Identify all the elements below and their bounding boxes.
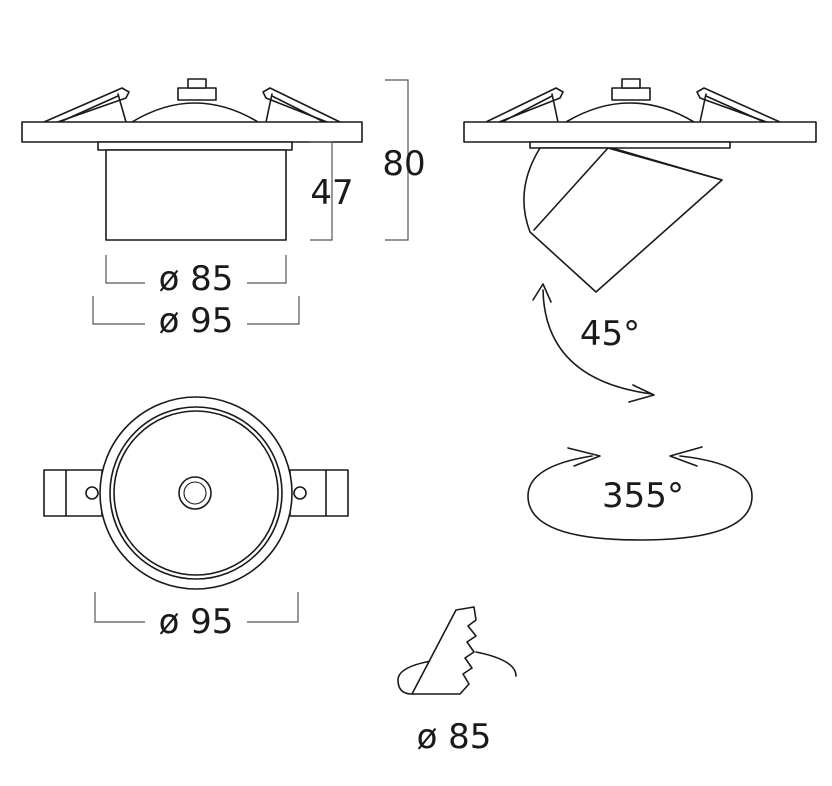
side-view: 80 47 ø 85 ø 95 <box>21 78 426 341</box>
side-flange <box>21 121 363 143</box>
dim-47: 47 <box>310 141 354 241</box>
tilted-view: 45° 355° <box>463 78 817 541</box>
dim-80: 80 <box>382 79 426 241</box>
plan-tab-left <box>43 469 103 517</box>
rotation-ellipse <box>527 446 753 541</box>
dim-side-85: ø 85 <box>105 255 287 299</box>
dim-47-label: 47 <box>310 173 353 213</box>
saw-blade <box>411 606 477 695</box>
cutout-symbol: ø 85 <box>397 606 517 757</box>
dim-80-label: 80 <box>382 144 425 184</box>
side-body <box>105 149 287 241</box>
rotation-angle-label: 355° <box>602 476 684 516</box>
dim-plan-95: ø 95 <box>94 592 299 642</box>
tilted-body <box>523 147 723 293</box>
spring-clip-right-tilt <box>696 87 781 125</box>
dim-plan-95-label: ø 95 <box>159 602 234 642</box>
tilt-flange <box>463 121 817 143</box>
tilt-angle-label: 45° <box>580 314 640 354</box>
top-connector <box>177 87 217 101</box>
spring-clip-left-tilt <box>485 87 564 125</box>
plan-lens <box>178 476 212 510</box>
dim-side-95: ø 95 <box>92 296 300 341</box>
tilt-arc <box>532 283 655 403</box>
dim-side-85-label: ø 85 <box>159 259 234 299</box>
plan-tab-right <box>289 469 349 517</box>
dim-side-95-label: ø 95 <box>159 301 234 341</box>
plan-outer-ring <box>99 396 293 590</box>
plan-view: ø 95 <box>43 396 349 642</box>
spring-clip-left <box>43 87 130 125</box>
top-dome <box>131 102 259 123</box>
cutout-diameter-label: ø 85 <box>417 717 492 757</box>
spring-clip-right <box>262 87 341 125</box>
